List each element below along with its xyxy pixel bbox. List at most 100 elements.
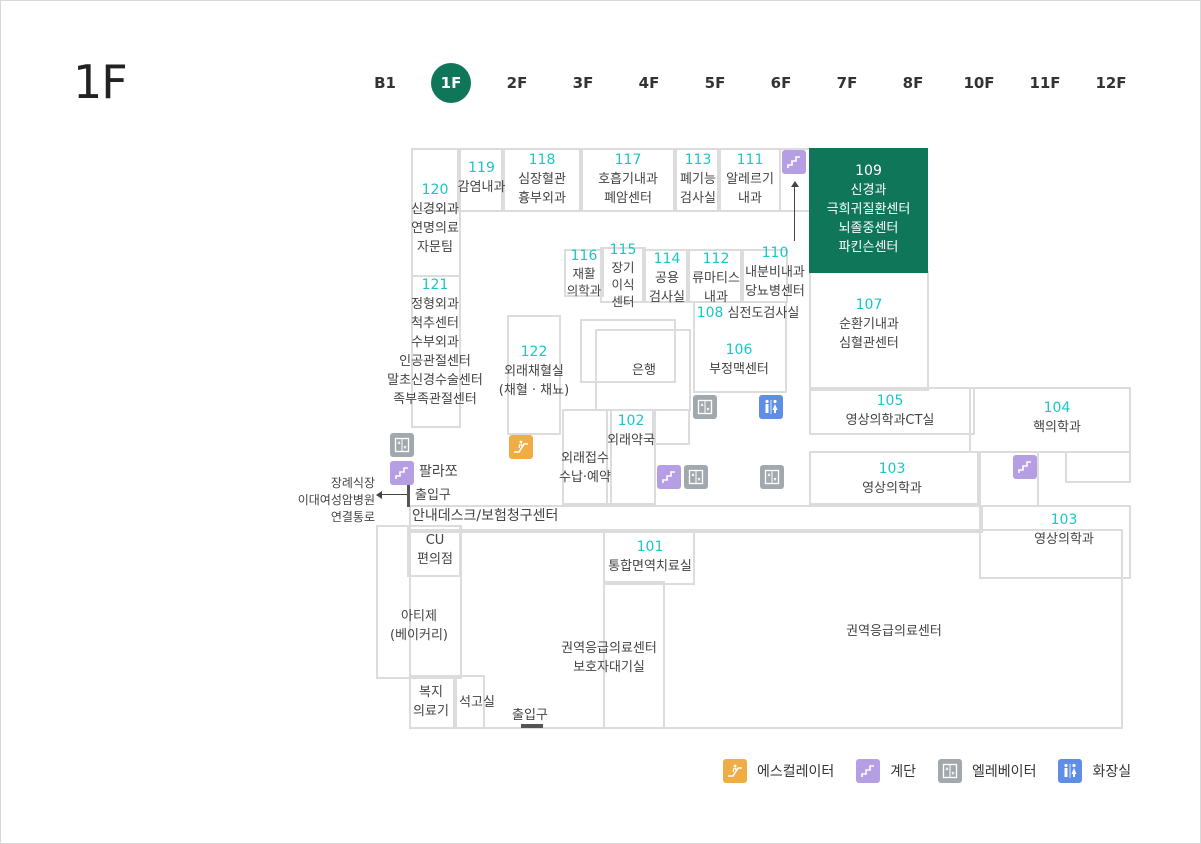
stairs-icon[interactable] [1013,455,1037,479]
room-number: 116 [570,248,598,264]
room-name-line: 인공관절센터 [399,354,471,369]
room-name-line: 검사실 [680,191,716,206]
room-number: 103 [878,461,906,477]
room-name-line: 내과 [738,191,762,206]
room-name-line: 권역응급의료센터 [846,624,942,639]
room-name-line: 호흡기내과 [598,172,658,187]
stairs-icon[interactable] [390,461,414,485]
floor-tab-2f[interactable]: 2F [506,74,528,92]
legend-item: 화장실 [1058,759,1131,783]
stairs-icon [856,759,881,783]
room-number: 112 [702,251,730,267]
room-name-line: 재활 [572,266,596,281]
stairs-icon[interactable] [657,465,681,489]
room-number: 103 [1050,512,1078,528]
room-name-line: 검사실 [649,290,685,305]
room-name-line: 의학과 [566,283,602,298]
room-number: 122 [520,344,548,360]
floor-tab-3f[interactable]: 3F [572,74,594,92]
escalator-icon [723,759,747,783]
floor-tab-11f[interactable]: 11F [1029,74,1061,92]
connection-label-line: 연결통로 [330,510,375,524]
room-name-line: 아티제 [401,609,437,624]
room-108[interactable]: 108 심전도검사실 [695,304,801,323]
connection-label-line: 장례식장 [330,476,375,490]
room-name-line: 센터 [611,294,635,309]
room-number: 106 [725,342,753,358]
room-name-line: 척추센터 [411,316,459,331]
floor-tab-5f[interactable]: 5F [704,74,726,92]
floor-tab-6f[interactable]: 6F [770,74,792,92]
restroom-icon[interactable] [759,395,783,419]
room-name-line: 권역응급의료센터 [561,641,657,656]
emergency-center[interactable]: 권역응급의료센터 [821,622,967,641]
bank[interactable]: 은행 [597,361,691,380]
floor-tab-1f[interactable]: 1F [431,63,471,103]
room-number: 102 [617,413,645,429]
room-name-line: 영상의학과CT실 [845,413,935,428]
room-number: 114 [653,251,681,267]
elevator-icon[interactable] [760,465,784,489]
entrance-label: 출입구 [415,488,451,503]
floor-tab-7f[interactable]: 7F [836,74,858,92]
room-number: 110 [761,245,789,261]
atije-bakery[interactable]: 아티제(베이커리) [377,607,461,645]
elevator-icon[interactable] [390,433,414,457]
room-name-line: CU [425,533,445,548]
cast-room[interactable]: 석고실 [451,693,503,712]
entrance-bottom-label: 출입구 [512,708,548,723]
palazzo-label: 팔라쪼 [419,464,458,480]
connection-arrow [379,494,407,495]
floor-tab-12f[interactable]: 12F [1095,74,1127,92]
room-name-line: 폐암센터 [604,191,652,206]
elevator-icon[interactable] [684,465,708,489]
floor-tab-b1[interactable]: B1 [374,74,396,92]
room-number: 119 [468,160,495,176]
stairs-icon[interactable] [782,150,806,174]
floor-tab-10f[interactable]: 10F [963,74,995,92]
room-name-line: 내과 [704,290,728,305]
room-name-line: 외래채혈실 [504,364,564,379]
room-name-line: 심혈관센터 [839,336,899,351]
room-number: 109 [855,163,882,179]
room-number: 111 [736,152,764,168]
room-name-line: 자문팀 [417,240,453,255]
floor-title: 1F [73,55,128,109]
room-name-line: 은행 [632,363,656,378]
floor-tab-4f[interactable]: 4F [638,74,660,92]
room-name-line: 복지 [419,685,443,700]
room-name-line: 의료기 [413,704,449,719]
floor-tab-8f[interactable]: 8F [902,74,924,92]
escalator-icon[interactable] [509,435,533,459]
room-name-line: 통합면역치료실 [608,559,692,574]
elevator-icon [938,759,963,783]
elevator-icon[interactable] [693,395,717,419]
